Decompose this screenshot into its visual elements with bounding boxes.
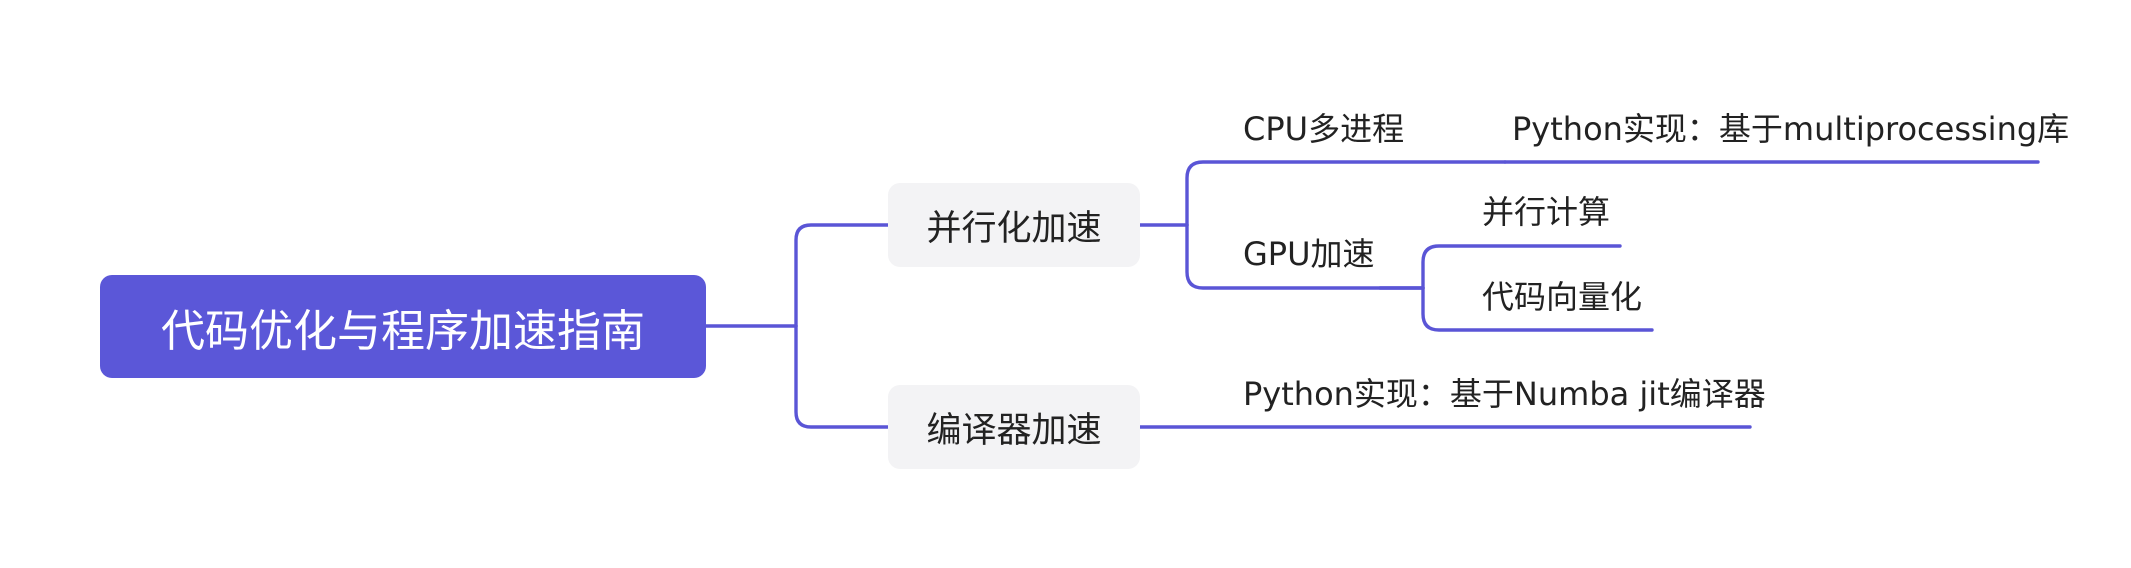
topic-gpu-acceleration-label: GPU加速 (1243, 235, 1375, 273)
connector-parallel-to-gpu (1185, 223, 1425, 290)
branch-node-parallel-label: 并行化加速 (926, 208, 1102, 249)
topic-code-vectorization-label: 代码向量化 (1482, 278, 1643, 316)
branch-node-parallel[interactable]: 并行化加速 (888, 183, 1140, 267)
topic-cpu-multiprocess-label: CPU多进程 (1243, 110, 1405, 148)
topic-parallel-compute[interactable]: 并行计算 (1482, 196, 1610, 228)
connector-gpu-to-parallel-compute (1421, 244, 1622, 290)
branch-node-compiler[interactable]: 编译器加速 (888, 385, 1140, 469)
topic-parallel-compute-label: 并行计算 (1482, 193, 1611, 231)
topic-multiprocessing-impl[interactable]: Python实现：基于multiprocessing库 (1512, 113, 2069, 145)
topic-numba-impl-label: Python实现：基于Numba jit编译器 (1243, 375, 1766, 413)
root-node-label: 代码优化与程序加速指南 (161, 305, 645, 357)
connector-parallel-to-cpu (1185, 160, 1507, 227)
topic-gpu-acceleration[interactable]: GPU加速 (1243, 238, 1375, 270)
topic-multiprocessing-impl-label: Python实现：基于multiprocessing库 (1512, 110, 2070, 148)
branch-node-compiler-label: 编译器加速 (926, 410, 1102, 451)
topic-cpu-multiprocess[interactable]: CPU多进程 (1243, 113, 1404, 145)
connector-gpu-to-vectorization (1421, 286, 1654, 332)
root-node[interactable]: 代码优化与程序加速指南 (100, 275, 706, 378)
topic-numba-impl[interactable]: Python实现：基于Numba jit编译器 (1243, 378, 1766, 410)
connector-root-to-compiler (794, 324, 890, 429)
topic-code-vectorization[interactable]: 代码向量化 (1482, 281, 1642, 313)
connector-root-to-parallel (794, 223, 890, 328)
